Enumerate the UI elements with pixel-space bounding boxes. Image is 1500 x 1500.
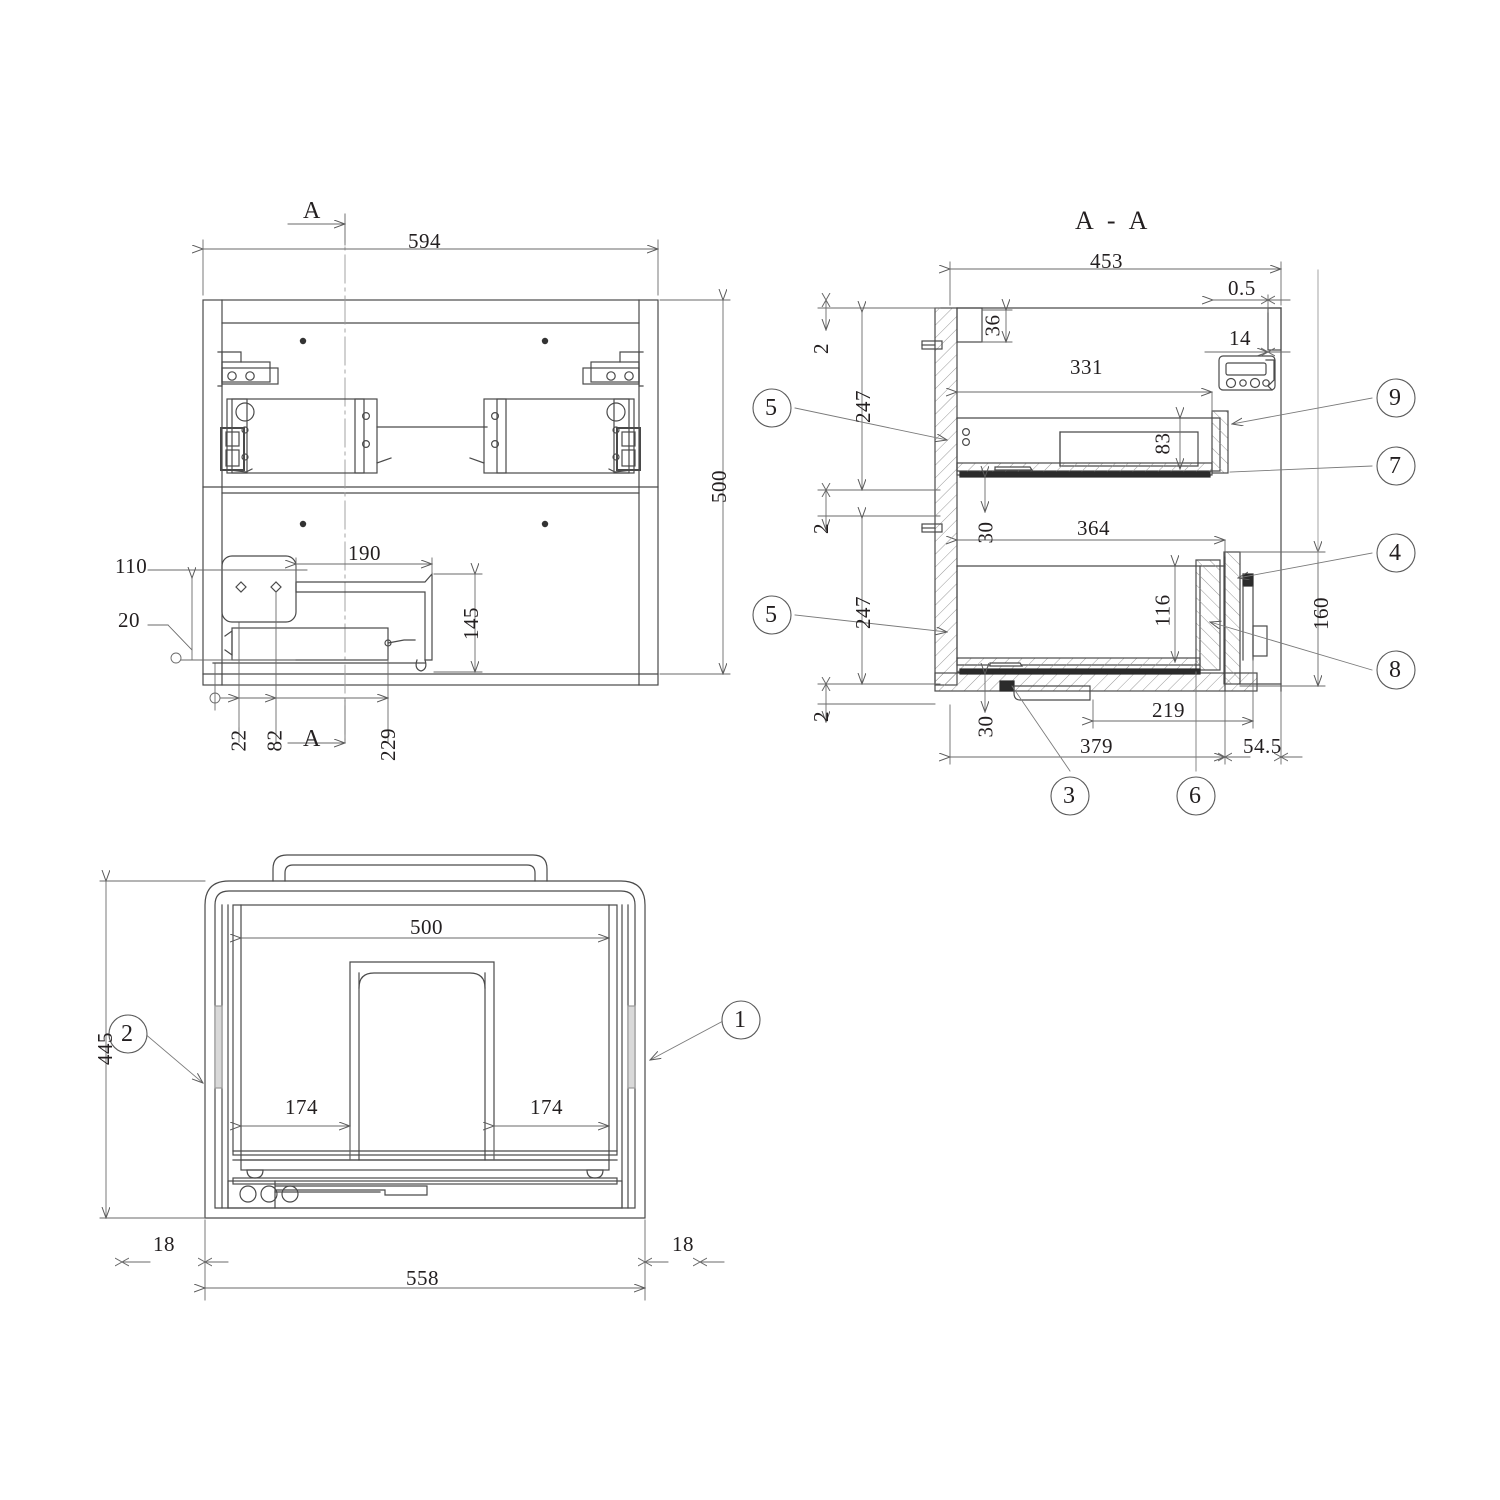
dim-left-offset-110: 110: [115, 554, 148, 578]
dim-sec-middle-gap-2: 2: [809, 523, 833, 534]
balloon-label-9: 9: [1389, 385, 1402, 411]
balloon-label-7: 7: [1389, 453, 1402, 479]
dim-sec-overhang: 54.5: [1243, 734, 1282, 758]
front-view-dimensions: [99, 881, 725, 1301]
dim-sec-upper-height: 83: [1150, 432, 1175, 455]
dim-center-229: 229: [376, 728, 400, 761]
balloon-label-5b: 5: [765, 602, 778, 628]
dim-sec-overall-depth: 453: [1090, 249, 1123, 273]
balloon-5b: [752, 595, 792, 635]
dim-front-left-18: 18: [153, 1232, 175, 1256]
balloon-9: [1376, 378, 1416, 418]
balloon-label-6: 6: [1189, 783, 1202, 809]
balloon-label-2: 2: [121, 1021, 134, 1047]
dim-edge-22: 22: [226, 729, 251, 752]
section-aa-dimensions: [817, 261, 1326, 765]
balloon-8: [1376, 650, 1416, 690]
balloon-6: [1176, 776, 1216, 816]
cut-mark-a-bottom: A: [303, 726, 321, 752]
dim-sec-lower-inner: 364: [1077, 516, 1110, 540]
dim-sec-upper-gap-2: 2: [809, 343, 833, 354]
dim-sec-upper-inner: 331: [1070, 355, 1103, 379]
section-title: A - A: [1075, 206, 1152, 235]
front-view-balloon-leaders: [143, 1019, 726, 1083]
dim-edge-82: 82: [262, 729, 287, 752]
dim-left-offset-20: 20: [118, 608, 140, 632]
dim-sec-offset-30-upper: 30: [973, 521, 998, 544]
balloon-7: [1376, 446, 1416, 486]
dim-sec-bottom-gap-2: 2: [809, 711, 833, 722]
section-balloon-leaders: [794, 397, 1373, 772]
dim-sec-lower-247: 247: [851, 596, 875, 629]
dim-sec-notch-14: 14: [1229, 326, 1251, 350]
balloon-2: [108, 1014, 148, 1054]
top-view-dimensions: [147, 213, 731, 743]
balloon-label-8: 8: [1389, 657, 1402, 683]
dim-bracket-height: 145: [459, 607, 483, 640]
balloon-label-4: 4: [1389, 540, 1402, 566]
dim-front-left-174: 174: [285, 1095, 318, 1119]
dim-sec-offset-30-lower: 30: [973, 715, 998, 738]
balloon-circles: [108, 378, 1416, 1054]
balloon-label-1: 1: [734, 1007, 747, 1033]
section-aa-geometry: [921, 307, 1282, 701]
top-view-geometry: [202, 213, 659, 741]
balloon-4: [1376, 533, 1416, 573]
balloon-label-3: 3: [1063, 783, 1076, 809]
dim-sec-top-inset: 36: [980, 314, 1005, 337]
dim-front-inner-width: 500: [410, 915, 443, 939]
dim-sec-base-379: 379: [1080, 734, 1113, 758]
dim-front-overall-height: 445: [93, 1032, 117, 1065]
dim-sec-front-160: 160: [1309, 597, 1333, 630]
front-view-geometry: [204, 854, 646, 1219]
dim-sec-lower-height: 116: [1150, 594, 1175, 627]
dim-bracket-width: 190: [348, 541, 381, 565]
dim-top-overall-width: 594: [408, 229, 441, 253]
dim-sec-upper-247: 247: [851, 390, 875, 423]
dim-front-right-18: 18: [672, 1232, 694, 1256]
balloon-3: [1050, 776, 1090, 816]
balloon-label-5a: 5: [765, 395, 778, 421]
balloon-1: [721, 1000, 761, 1040]
dim-sec-rail-219: 219: [1152, 698, 1185, 722]
dim-front-overall-width: 558: [406, 1266, 439, 1290]
cut-mark-a-top: A: [303, 198, 321, 224]
dim-top-overall-height: 500: [707, 470, 731, 503]
balloon-5a: [752, 388, 792, 428]
dim-front-right-174: 174: [530, 1095, 563, 1119]
dim-sec-gap-right: 0.5: [1228, 276, 1256, 300]
